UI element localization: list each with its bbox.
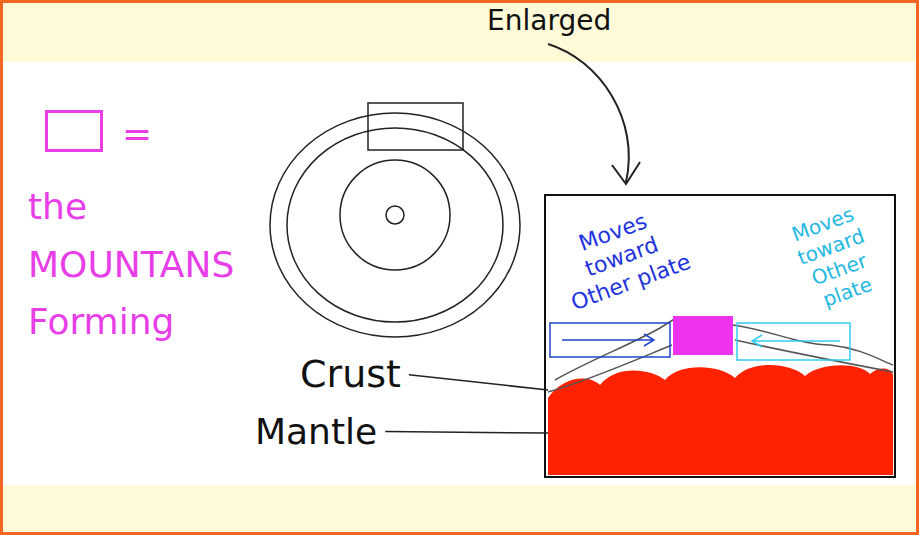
plate-motion-note: Moves toward Other plate	[775, 197, 894, 319]
left-plate-arrow	[562, 334, 654, 346]
top-band	[0, 0, 919, 62]
zoom-rectangle	[368, 103, 463, 150]
mantle-label: Mantle	[255, 410, 377, 453]
right-plate	[737, 323, 850, 360]
enlarge-arrowhead	[612, 162, 640, 184]
enlarge-arrow	[548, 44, 629, 182]
earth-inner-core	[386, 206, 404, 224]
earth-core	[340, 160, 450, 270]
bottom-band	[0, 485, 919, 535]
enlarged-box	[545, 195, 895, 477]
legend-text: the MOUNTANS Forming	[28, 178, 268, 351]
equals-sign: =	[122, 112, 152, 155]
earth-outer	[270, 113, 520, 337]
plate-motion-note: Moves toward Other plate	[546, 198, 697, 318]
crust-label: Crust	[300, 352, 401, 398]
earth-crust-ring	[287, 128, 503, 322]
leader-line	[385, 432, 548, 433]
enlarged-label: Enlarged	[487, 4, 611, 38]
leader-line	[409, 375, 548, 390]
mantle	[548, 365, 893, 475]
mountain-square	[673, 316, 733, 355]
right-plate-arrow	[752, 335, 840, 347]
legend-swatch	[45, 110, 103, 152]
left-plate	[550, 323, 670, 357]
